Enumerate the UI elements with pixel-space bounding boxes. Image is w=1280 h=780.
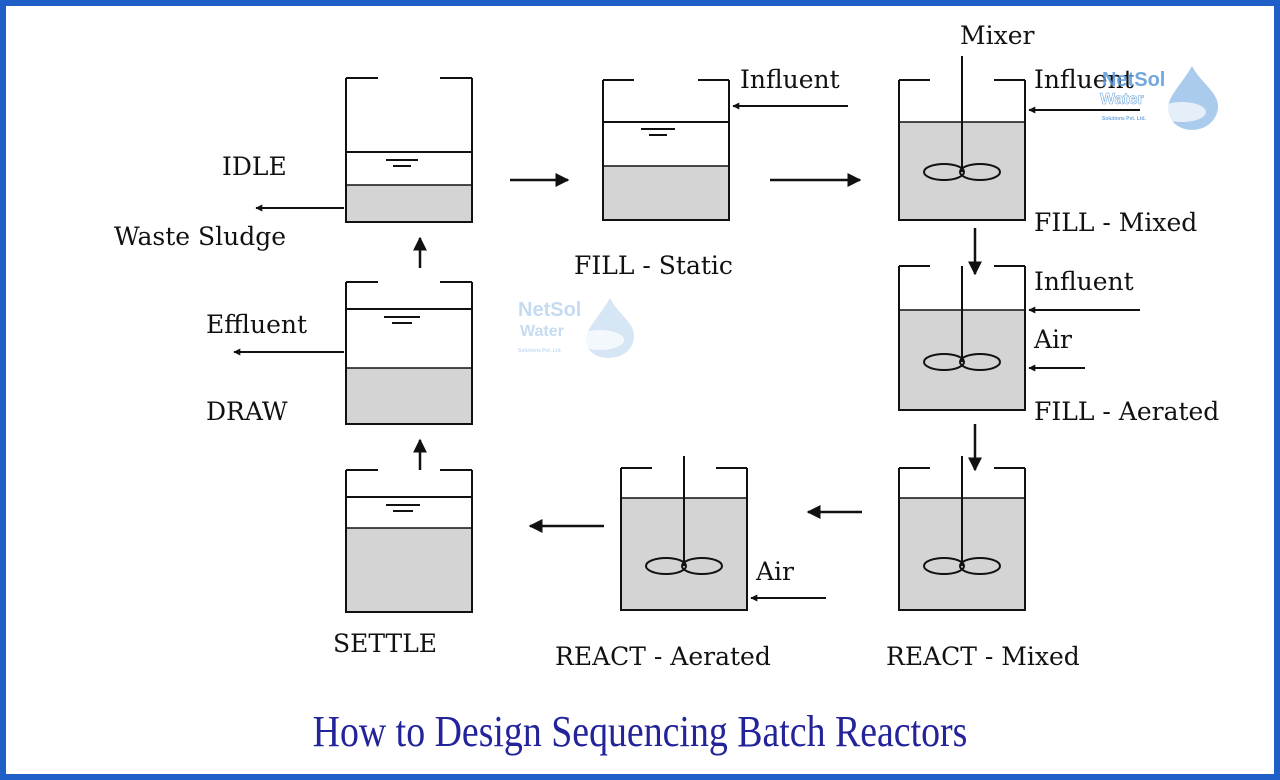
mixer-impeller-icon [923,56,1001,181]
tank-react-mixed [898,456,1026,611]
label-fill-mixed: FILL - Mixed [1034,208,1197,237]
tank-idle [345,77,473,223]
tank-draw [345,281,473,425]
mixer-impeller-icon [645,456,723,575]
label-react-mixed: REACT - Mixed [886,642,1080,671]
label-influent-fill-mixed: Influent [1034,65,1134,94]
mixer-impeller-icon [923,456,1001,575]
label-fill-aerated: FILL - Aerated [1034,397,1219,426]
label-air-react-aerated: Air [755,557,794,586]
label-react-aerated: REACT - Aerated [555,642,771,671]
water-level-icon [384,316,420,324]
tank-fill-mixed [898,56,1026,221]
label-draw: DRAW [206,397,288,426]
watermark-brand-line1: NetSol [518,299,581,321]
netsol-water-watermark: NetSol Water Solutions Pvt. Ltd. [518,298,634,358]
tank-settle [345,469,473,613]
water-level-icon [641,128,675,136]
label-mixer: Mixer [960,21,1034,50]
diagram-title: How to Design Sequencing Batch Reactors [312,707,968,756]
netsol-water-logo: NetSol Water Solutions Pvt. Ltd. [1100,66,1218,130]
water-level-icon [386,159,418,167]
tank-fill-aerated [898,265,1026,411]
tank-react-aerated [620,456,748,611]
logo-brand-line1: NetSol [1102,69,1165,91]
mixer-impeller-icon [923,266,1001,371]
watermark-brand-line2: Water [520,323,564,340]
label-settle: SETTLE [333,629,437,658]
label-effluent: Effluent [206,310,307,339]
label-influent-fill-aerated: Influent [1034,267,1134,296]
label-waste-sludge: Waste Sludge [114,222,286,251]
label-idle: IDLE [222,152,287,181]
water-level-icon [386,504,420,512]
label-fill-static: FILL - Static [574,251,733,280]
logo-brand-line2: Water [1100,91,1144,108]
label-air-fill-aerated: Air [1033,325,1072,354]
logo-tagline: Solutions Pvt. Ltd. [1102,116,1146,122]
watermark-tagline: Solutions Pvt. Ltd. [518,348,562,354]
tank-fill-static [602,79,730,221]
label-influent-fill-static: Influent [740,65,840,94]
